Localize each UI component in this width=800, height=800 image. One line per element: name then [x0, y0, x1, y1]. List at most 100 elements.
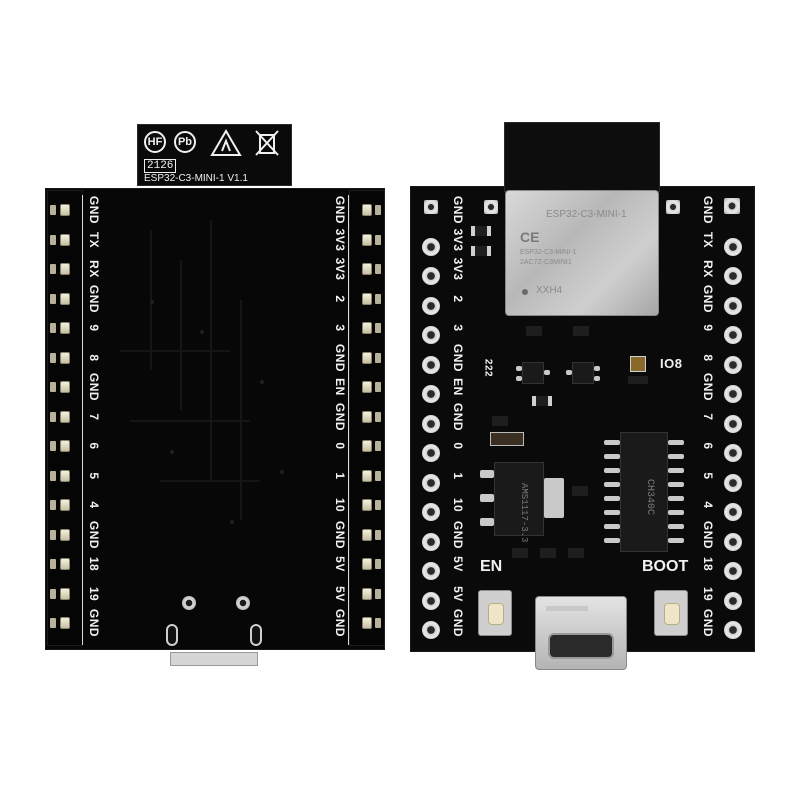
pin-label: 0: [451, 442, 465, 450]
header-pin-side: [50, 234, 56, 245]
chip-leg: [668, 524, 684, 529]
chip-leg: [668, 496, 684, 501]
pin-label: GND: [333, 608, 347, 638]
esp32-module-shield: ESP32-C3-MINI-1 CE ESP32-C3-MINI-1 2AC7Z…: [505, 190, 659, 316]
header-pin-side: [375, 323, 381, 333]
pin-label: 6: [701, 442, 715, 450]
header-pin: [60, 233, 70, 246]
header-pin: [362, 410, 372, 423]
header-pin: [60, 351, 70, 364]
pin-pad: [422, 591, 440, 610]
pin-pad: [422, 355, 440, 374]
header-pin: [60, 587, 70, 600]
chip-leg: [668, 454, 684, 459]
square-pad: [666, 200, 680, 214]
pcb-trace: [120, 350, 230, 352]
regulator-leg: [480, 518, 494, 526]
header-pin-side: [375, 470, 381, 481]
pin-label: GND: [333, 343, 347, 372]
pin-pad: [422, 473, 440, 492]
usb-serial-chip: CH340C: [620, 432, 668, 552]
chip-leg: [604, 510, 620, 515]
via: [260, 380, 264, 384]
header-pin-side: [50, 205, 56, 215]
pin-label: GND: [451, 195, 465, 225]
pin-label: EN: [451, 378, 465, 396]
pin-pad: [422, 532, 440, 551]
pin-label: 8: [701, 353, 715, 362]
pin-label: 10: [333, 497, 347, 513]
pin-label: 4: [87, 501, 101, 509]
hf-mark-icon: HF: [144, 131, 166, 153]
micro-usb-port[interactable]: [535, 596, 627, 670]
via: [200, 330, 204, 334]
header-pin: [60, 204, 70, 216]
pin-label: 3: [451, 324, 465, 332]
header-pin-side: [375, 588, 381, 599]
header-pin-side: [50, 618, 56, 628]
transistor: [522, 362, 544, 384]
pin-label: 5V: [451, 585, 465, 602]
header-pin-side: [375, 382, 381, 392]
pcb-trace: [160, 480, 260, 482]
pin-label: 18: [701, 556, 715, 572]
header-pin-side: [375, 529, 381, 540]
smd-pad: [487, 246, 491, 256]
mounting-hole: [182, 596, 196, 610]
smd-component: [534, 396, 550, 406]
pin-pad: [724, 473, 742, 492]
header-pin-side: [50, 529, 56, 540]
pin-pad: [724, 414, 742, 433]
regulator-tab: [544, 478, 564, 518]
header-pin: [362, 469, 372, 482]
header-pin-side: [375, 500, 381, 510]
smd-component: [568, 548, 584, 558]
boot-button-cap[interactable]: [664, 603, 680, 625]
chip-leg: [604, 496, 620, 501]
transistor: [572, 362, 594, 384]
header-pin-side: [375, 618, 381, 628]
io8-label: IO8: [660, 356, 683, 371]
header-pin: [60, 558, 70, 570]
pin-label: 5V: [333, 556, 347, 572]
pcb-trace: [240, 300, 242, 520]
pin-label: 4: [701, 501, 715, 509]
smd-pad: [532, 396, 536, 406]
pin-label: 1: [333, 471, 347, 480]
en-reset-button[interactable]: [478, 590, 512, 636]
header-pin-side: [375, 411, 381, 422]
transistor-leg: [594, 376, 600, 381]
boot-button[interactable]: [654, 590, 688, 636]
header-pin: [362, 499, 372, 511]
en-button-cap[interactable]: [488, 603, 504, 625]
header-pin: [362, 528, 372, 541]
pin-label: 3V3: [451, 257, 465, 281]
square-pad: [424, 200, 438, 214]
pin-label: TX: [87, 231, 101, 248]
header-pin: [362, 322, 372, 334]
header-pin: [362, 587, 372, 600]
pin-label: RX: [701, 260, 715, 278]
pin-label: 6: [87, 442, 101, 450]
header-pin-side: [50, 323, 56, 333]
header-pin-side: [375, 205, 381, 215]
pin-pad: [422, 237, 440, 256]
smd-component: [473, 226, 489, 236]
header-pin: [60, 410, 70, 423]
chip-leg: [604, 524, 620, 529]
pin-pad: [724, 198, 740, 214]
pin-label: GND: [451, 343, 465, 372]
regulator-leg: [480, 494, 494, 502]
pin-pad: [724, 562, 742, 580]
via: [170, 450, 174, 454]
pin-label: 5V: [451, 556, 465, 572]
led-resistor: [628, 376, 648, 384]
square-pad: [484, 200, 498, 214]
pin-label: 3V3: [451, 228, 465, 251]
pin-label: 2: [333, 294, 347, 303]
usb-port-top: [546, 606, 588, 611]
module-small-text-1: ESP32-C3-MINI-1: [520, 249, 577, 256]
pin-label: 7: [701, 412, 715, 421]
header-pin: [362, 440, 372, 452]
usb-shield-slot: [250, 624, 262, 646]
